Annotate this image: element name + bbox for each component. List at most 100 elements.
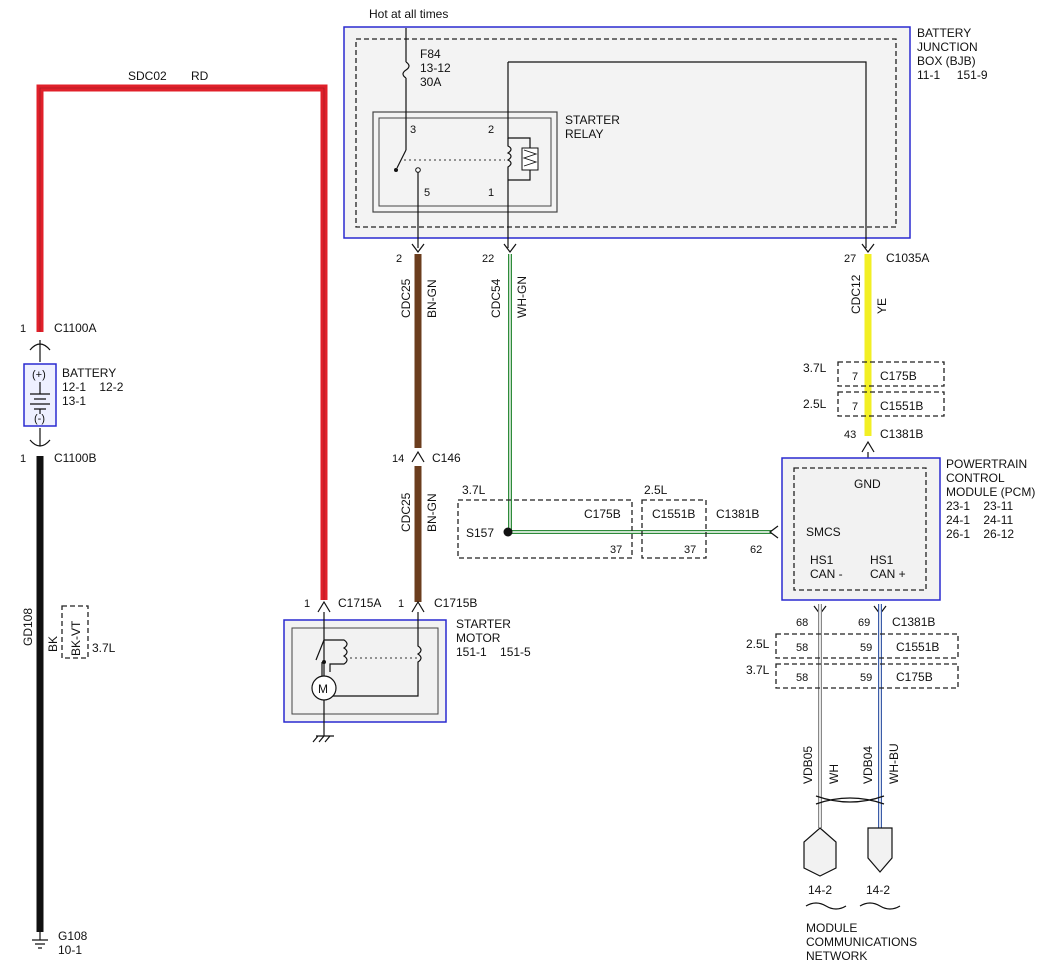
splice-box-37l bbox=[457, 499, 633, 559]
fuse-name: F84 bbox=[420, 47, 441, 61]
circuit-sdc02: SDC02 bbox=[128, 69, 167, 83]
pcm-outline bbox=[781, 457, 941, 601]
pcm-gnd-connector: C1381B bbox=[880, 427, 923, 441]
chassis-ground-icon bbox=[312, 735, 334, 743]
yellow-inline-pin-2: 7 bbox=[852, 401, 858, 413]
starter-internal: M bbox=[311, 612, 422, 743]
relay-name-line2: RELAY bbox=[565, 127, 603, 141]
yellow-inline-pin-1: 7 bbox=[852, 371, 858, 383]
pcm-name-2: CONTROL bbox=[946, 471, 1005, 485]
ground-icon bbox=[32, 932, 48, 949]
splice-conn-c1551b: C1551B bbox=[652, 507, 695, 521]
network-break bbox=[805, 902, 901, 910]
pcm-refs-1: 23-1 23-11 bbox=[946, 499, 1013, 513]
c1715b-pin: 1 bbox=[398, 598, 404, 610]
alt-color-bkvt: BK-VT bbox=[69, 620, 83, 656]
vdb04-color: WH-BU bbox=[887, 743, 901, 784]
yellow-inline-engine-2: 2.5L bbox=[803, 397, 827, 411]
battery-minus: (-) bbox=[34, 413, 45, 425]
fuse-symbol bbox=[402, 61, 410, 79]
can-row-1-engine: 2.5L bbox=[746, 637, 770, 651]
bjb-name-line2: JUNCTION bbox=[917, 40, 978, 54]
color-rd: RD bbox=[191, 69, 209, 83]
splice-s157-dot bbox=[503, 527, 513, 537]
splice-name: S157 bbox=[466, 526, 494, 540]
cdc25-circuit-lower: CDC25 bbox=[399, 492, 413, 532]
arrows-can bbox=[813, 605, 887, 615]
arrow-cdc54-top bbox=[503, 243, 517, 253]
alt-color-engine: 3.7L bbox=[92, 641, 116, 655]
ground-ref: 10-1 bbox=[58, 943, 82, 957]
yellow-inline-c1551b-box bbox=[837, 391, 945, 417]
starter-relay-inner bbox=[378, 117, 552, 207]
pcm-gnd-label: GND bbox=[854, 477, 881, 491]
fuse-rating: 30A bbox=[420, 75, 441, 89]
twisted-pair-symbol bbox=[815, 795, 885, 805]
splice-engine-a: 3.7L bbox=[462, 483, 486, 497]
can-row-1-connector: C1551B bbox=[896, 640, 939, 654]
starter-motor-inner bbox=[291, 627, 439, 715]
c146-symbol bbox=[411, 450, 425, 463]
can-pin-a: 68 bbox=[796, 617, 808, 629]
starter-name-1: STARTER bbox=[456, 617, 511, 631]
bjb-refs: 11-1 151-9 bbox=[917, 68, 988, 82]
pcm-refs-3: 26-1 26-12 bbox=[946, 527, 1014, 541]
relay-coil-symbol bbox=[506, 138, 512, 248]
pcm-hs1a-2: CAN - bbox=[810, 567, 843, 581]
battery-plus: (+) bbox=[32, 369, 46, 381]
network-label-2: COMMUNICATIONS bbox=[806, 935, 917, 949]
cdc25-pin: 2 bbox=[396, 253, 402, 265]
wire-sdc02 bbox=[36, 84, 328, 600]
connector-c146: C146 bbox=[432, 451, 461, 465]
pcm-inner-dashed bbox=[793, 467, 927, 591]
cdc25-color-upper: BN-GN bbox=[425, 279, 439, 318]
connector-c1035a: C1035A bbox=[886, 251, 929, 265]
arrow-cdc25-top bbox=[411, 243, 425, 253]
yellow-inline-c175b-box bbox=[837, 361, 945, 387]
splice-engine-b: 2.5L bbox=[644, 483, 668, 497]
connector-c1715b: C1715B bbox=[434, 596, 477, 610]
can-row-2-connector: C175B bbox=[896, 670, 933, 684]
cdc12-circuit: CDC12 bbox=[849, 274, 863, 314]
splice-conn-c175b: C175B bbox=[584, 507, 621, 521]
cdc54-color: WH-GN bbox=[515, 276, 529, 318]
yellow-inline-conn-1: C175B bbox=[880, 369, 917, 383]
network-connector-b bbox=[867, 827, 893, 873]
vdb05-circuit: VDB05 bbox=[801, 746, 815, 784]
color-bk: BK bbox=[46, 636, 60, 652]
alt-color-box bbox=[61, 605, 89, 659]
bjb-inner-dashed bbox=[355, 38, 897, 228]
splice-pin-b: 37 bbox=[684, 544, 696, 556]
arrow-pcm-gnd bbox=[861, 440, 875, 453]
cdc12-pin: 27 bbox=[844, 253, 856, 265]
starter-motor-outline bbox=[283, 619, 447, 723]
can-row-2-box bbox=[775, 663, 959, 689]
battery-refs-1: 12-1 12-2 bbox=[62, 380, 124, 394]
arrows-starter bbox=[317, 600, 425, 613]
network-ref-a: 14-2 bbox=[808, 883, 832, 897]
splice-pin-a: 37 bbox=[610, 544, 622, 556]
arrow-cdc12-top bbox=[861, 243, 875, 253]
splice-box-25l bbox=[641, 499, 707, 559]
battery-label: BATTERY bbox=[62, 366, 116, 380]
cdc25-color-lower: BN-GN bbox=[425, 493, 439, 532]
can-row-1-box bbox=[775, 633, 959, 659]
connector-c1100a: C1100A bbox=[54, 321, 96, 335]
connector-c1715a: C1715A bbox=[338, 596, 381, 610]
c146-pin: 14 bbox=[392, 453, 404, 465]
c1100b-symbol bbox=[29, 428, 51, 447]
pcm-hs1a-1: HS1 bbox=[810, 553, 834, 567]
cdc54-circuit: CDC54 bbox=[489, 278, 503, 318]
yellow-inline-conn-2: C1551B bbox=[880, 399, 923, 413]
can-row-1-pin-b: 59 bbox=[860, 642, 872, 654]
starter-refs: 151-1 151-5 bbox=[456, 645, 531, 659]
wire-cdc54 bbox=[508, 254, 772, 534]
bjb-name-line1: BATTERY bbox=[917, 26, 971, 40]
pcm-gnd-pin: 43 bbox=[844, 429, 856, 441]
bjb-name-line3: BOX (BJB) bbox=[917, 54, 976, 68]
vdb05-color: WH bbox=[827, 764, 841, 784]
connector-c1100b: C1100B bbox=[54, 451, 96, 465]
network-label-3: NETWORK bbox=[806, 949, 867, 963]
can-row-2-engine: 3.7L bbox=[746, 663, 770, 677]
